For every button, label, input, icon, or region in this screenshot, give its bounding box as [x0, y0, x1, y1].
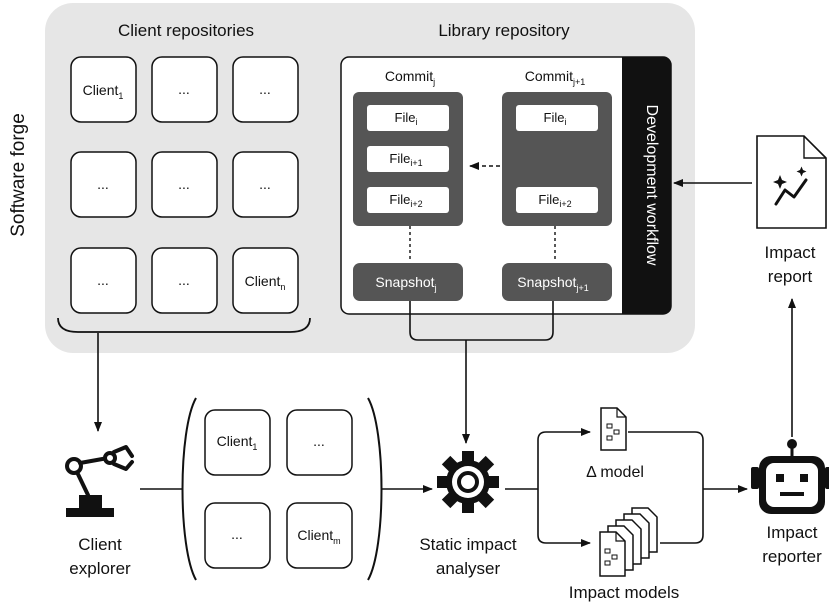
delta-model-doc-icon: [600, 407, 627, 451]
reporter-label-line1: Impact: [766, 523, 817, 542]
commit-j1-label: Commitj+1: [525, 68, 586, 87]
reporter-label-line2: reporter: [762, 547, 822, 566]
client-repo-ellipsis: ...: [178, 176, 190, 192]
impact-models-docs-icon: [599, 507, 658, 577]
robot-arm-icon: [65, 445, 134, 517]
client-repos-brace: [57, 317, 311, 333]
development-workflow-bar: [622, 57, 671, 314]
client-repo-ellipsis: ...: [259, 81, 271, 97]
file-box[interactable]: [367, 105, 449, 131]
client-explorer-label-line2: explorer: [69, 559, 131, 578]
client-repo-label: Client1: [83, 82, 124, 101]
branch-to-delta-model: [537, 428, 591, 489]
impact-report-doc-icon: [756, 135, 827, 229]
selected-client-box[interactable]: [204, 502, 271, 569]
library-repository-title: Library repository: [438, 21, 570, 40]
selected-client-ellipsis: ...: [313, 433, 325, 449]
client-repo-box[interactable]: [151, 151, 218, 218]
client-repo-ellipsis: ...: [178, 81, 190, 97]
file-box[interactable]: [516, 187, 598, 213]
client-repo-ellipsis: ...: [259, 176, 271, 192]
client-repo-box[interactable]: [232, 151, 299, 218]
gear-icon: [437, 451, 499, 513]
client-repo-box[interactable]: [232, 56, 299, 123]
snapshot-j1-box[interactable]: [502, 263, 612, 301]
selected-client-label: Client1: [217, 433, 258, 452]
client-repositories-title: Client repositories: [118, 21, 254, 40]
selected-client-box[interactable]: [286, 409, 353, 476]
file-label: Filei+2: [389, 192, 422, 209]
snapshot-j1-label: Snapshotj+1: [517, 274, 588, 293]
analyser-label-line2: analyser: [436, 559, 501, 578]
merge-from-impact-models: [660, 489, 704, 544]
client-repo-label: Clientn: [245, 273, 286, 292]
client-repo-ellipsis: ...: [97, 272, 109, 288]
file-label: Filei+2: [538, 192, 571, 209]
file-label: Filei: [544, 110, 567, 127]
delta-model-label: Δ model: [586, 464, 644, 481]
software-forge-label: Software forge: [8, 113, 29, 237]
merge-from-delta-model: [628, 431, 704, 489]
robot-reporter-icon: [751, 439, 829, 514]
selected-clients-left-paren: [181, 397, 197, 581]
selected-client-ellipsis: ...: [231, 526, 243, 542]
development-workflow-label: Development workflow: [643, 105, 660, 266]
branch-to-impact-models: [537, 489, 591, 547]
snapshot-j-box[interactable]: [353, 263, 463, 301]
file-box[interactable]: [516, 105, 598, 131]
commit-j-label: Commitj: [385, 68, 435, 87]
file-label: Filei+1: [389, 151, 422, 168]
client-explorer-label-line1: Client: [78, 535, 122, 554]
selected-clients-right-paren: [367, 397, 383, 581]
client-repo-ellipsis: ...: [97, 176, 109, 192]
selected-client-box[interactable]: [204, 409, 271, 476]
client-repo-box[interactable]: [232, 247, 299, 314]
analyser-label-line1: Static impact: [419, 535, 517, 554]
client-repo-grid: Client1 ... ... ... ... ... ... ... Clie…: [70, 56, 299, 314]
client-repo-box[interactable]: [70, 247, 137, 314]
impact-models-label: Impact models: [569, 583, 680, 602]
report-label-line1: Impact: [764, 243, 815, 262]
selected-client-box[interactable]: [286, 502, 353, 569]
file-box[interactable]: [367, 146, 449, 172]
snapshot-bracket: [409, 301, 554, 341]
client-repo-box[interactable]: [151, 247, 218, 314]
client-repo-box[interactable]: [151, 56, 218, 123]
report-label-line2: report: [768, 267, 813, 286]
file-label: Filei: [395, 110, 418, 127]
selected-client-label: Clientm: [297, 527, 340, 546]
client-repo-box[interactable]: [70, 56, 137, 123]
snapshot-j-label: Snapshotj: [375, 274, 436, 293]
client-repo-box[interactable]: [70, 151, 137, 218]
client-repo-ellipsis: ...: [178, 272, 190, 288]
file-box[interactable]: [367, 187, 449, 213]
